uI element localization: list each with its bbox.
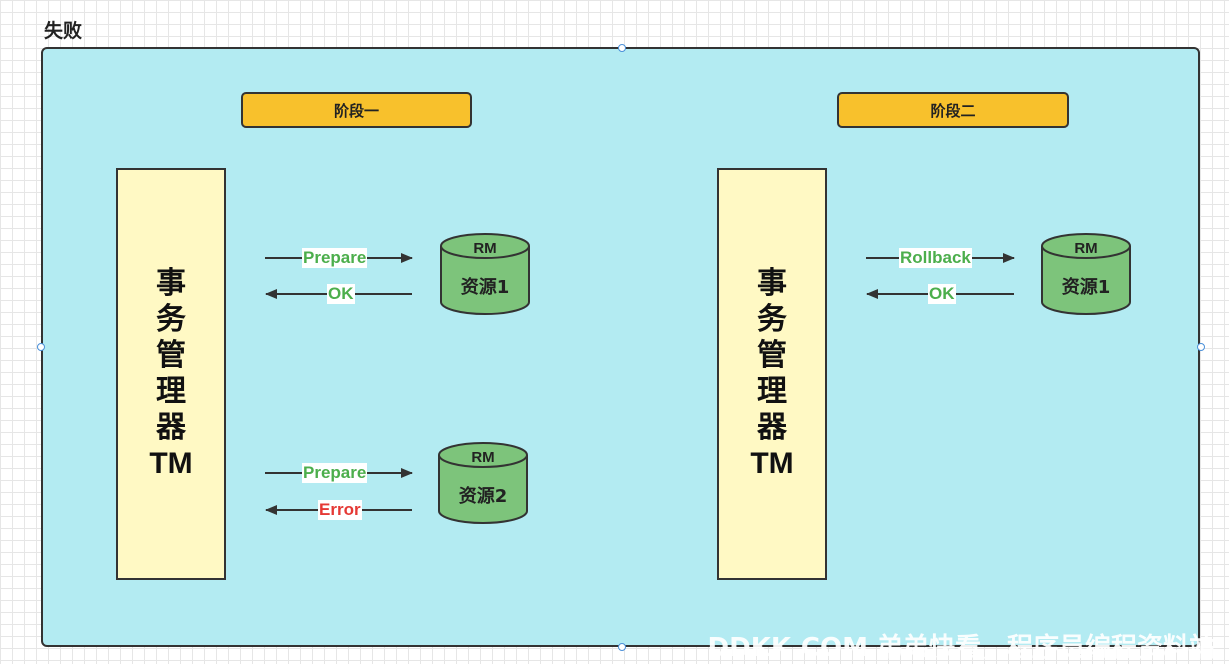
resize-handle-bottom[interactable] <box>618 643 626 651</box>
transaction-manager-phase-two[interactable]: 事 务 管 理 器 TM <box>717 168 827 580</box>
tm-char: 理 <box>156 374 186 409</box>
phase-one-label[interactable]: 阶段一 <box>241 92 472 128</box>
resource-name: 资源1 <box>1062 276 1111 298</box>
watermark: DDKK.COM 弟弟快看，程序员编程资料站 <box>707 633 1215 663</box>
tm-char: 事 <box>156 266 186 301</box>
message-prepare: Prepare <box>302 463 368 483</box>
message-prepare: Prepare <box>302 248 368 268</box>
resize-handle-left[interactable] <box>37 343 45 351</box>
transaction-manager-phase-one[interactable]: 事 务 管 理 器 TM <box>116 168 226 580</box>
resize-handle-top[interactable] <box>618 44 626 52</box>
phase-two-text: 阶段二 <box>930 101 976 120</box>
resource-cylinder-phase2[interactable]: RM 资源1 <box>1041 233 1131 315</box>
resource-cylinder-phase1-top[interactable]: RM 资源1 <box>440 233 530 315</box>
message-ok: OK <box>327 284 355 304</box>
message-error: Error <box>318 500 362 520</box>
tm-abbr: TM <box>149 447 193 480</box>
tm-char: 器 <box>156 410 186 445</box>
tm-char: 务 <box>757 302 787 337</box>
rm-label: RM <box>471 449 494 466</box>
resource-name: 资源1 <box>461 276 510 298</box>
tm-char: 事 <box>757 266 787 301</box>
message-ok: OK <box>928 284 956 304</box>
tm-char: 管 <box>156 338 186 373</box>
frame-title: 失败 <box>44 20 83 42</box>
tm-char: 器 <box>757 410 787 445</box>
tm-char: 管 <box>757 338 787 373</box>
tm-char: 理 <box>757 374 787 409</box>
resource-cylinder-phase1-bottom[interactable]: RM 资源2 <box>438 442 528 524</box>
rm-label: RM <box>473 240 496 257</box>
tm-abbr: TM <box>750 447 794 480</box>
resize-handle-right[interactable] <box>1197 343 1205 351</box>
tm-char: 务 <box>156 302 186 337</box>
rm-label: RM <box>1074 240 1097 257</box>
message-rollback: Rollback <box>899 248 972 268</box>
phase-two-label[interactable]: 阶段二 <box>837 92 1069 128</box>
resource-name: 资源2 <box>459 485 508 507</box>
phase-one-text: 阶段一 <box>333 101 379 120</box>
